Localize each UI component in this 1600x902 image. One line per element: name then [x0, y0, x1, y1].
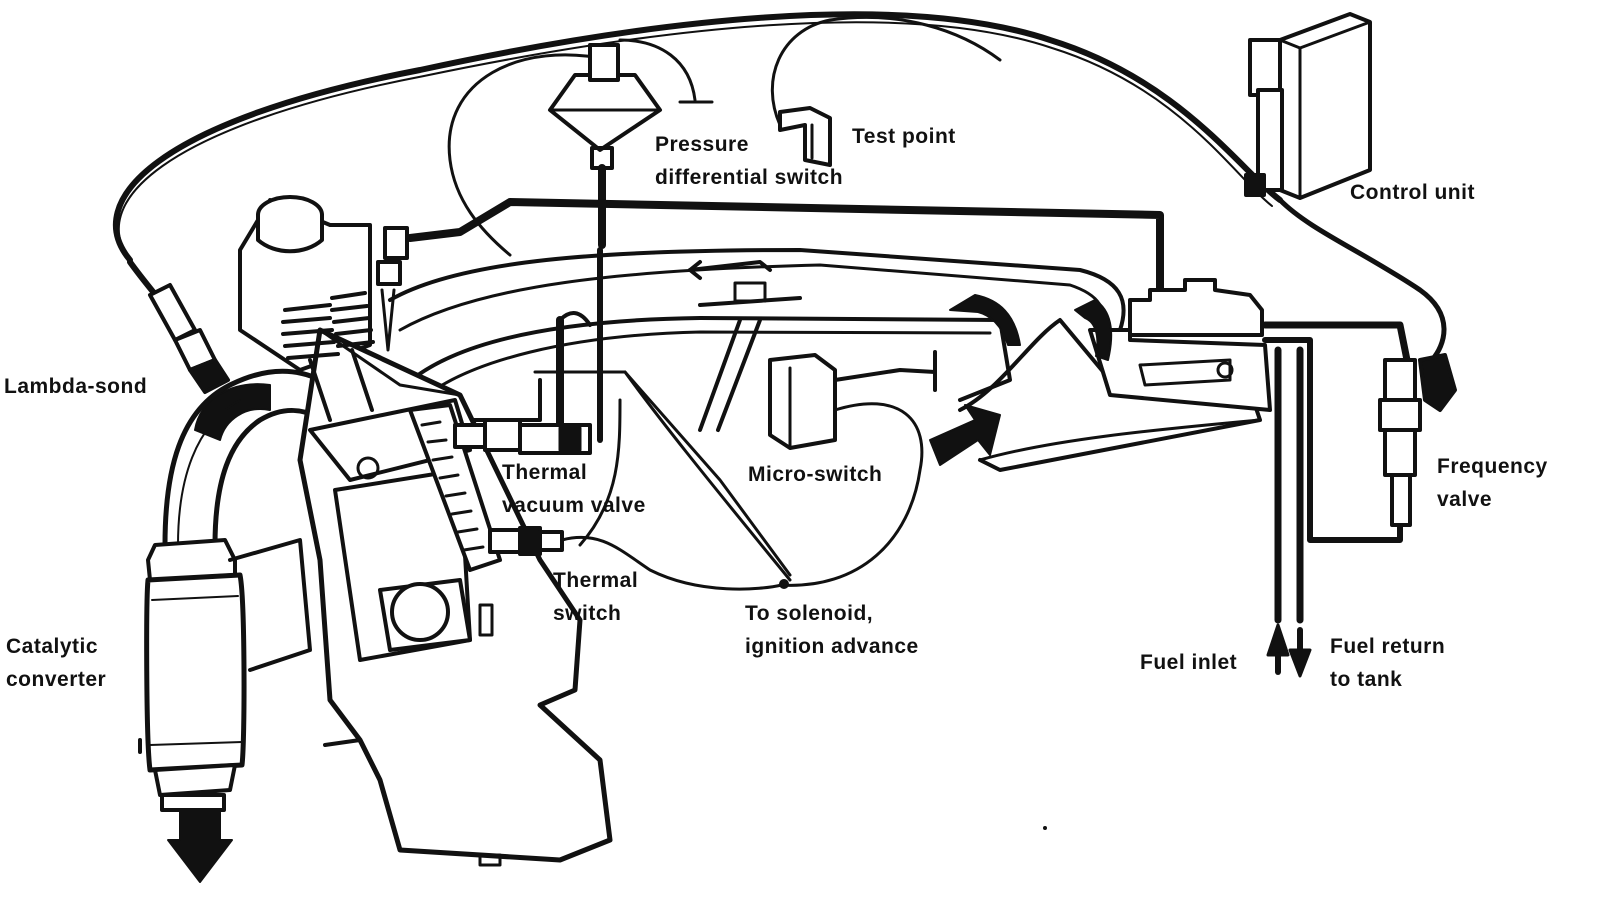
label-line: differential switch [655, 166, 844, 189]
label-line: Lambda-sond [4, 375, 148, 398]
label-line: Catalytic [6, 635, 99, 658]
wiring-harness [112, 11, 1447, 363]
catalytic-converter-body [138, 538, 247, 812]
pressure-differential-switch-label: Pressure differential switch [655, 128, 843, 194]
label-line: converter [6, 668, 107, 691]
thermal-vacuum-valve-label: Thermal vacuum valve [502, 456, 646, 522]
label-line: vacuum valve [502, 494, 646, 517]
fuel-distributor [1088, 278, 1272, 412]
throttle-linkage [688, 260, 802, 432]
micro-switch [768, 350, 937, 589]
thermal-vacuum-valve [453, 418, 592, 455]
oil-filler-cap [256, 195, 324, 254]
lambda-sond-label: Lambda-sond [4, 370, 147, 403]
label-line: to tank [1330, 668, 1403, 691]
label-line: Fuel inlet [1140, 651, 1238, 674]
test-point-connector [778, 106, 832, 167]
airflow-arrows [167, 294, 1113, 883]
fuel-return-label: Fuel return to tank [1330, 630, 1445, 696]
label-line: To solenoid, [745, 602, 874, 625]
thermal-switch-label: Thermal switch [553, 564, 638, 630]
control-unit-box [1244, 12, 1372, 200]
label-line: ignition advance [745, 635, 919, 658]
label-line: Pressure [655, 133, 749, 156]
exhaust-pipe [162, 368, 323, 548]
label-line: switch [553, 602, 622, 625]
label-line: Frequency [1437, 455, 1548, 478]
label-line: Fuel return [1330, 635, 1446, 658]
thermal-switch [488, 398, 784, 591]
solenoid-label: To solenoid, ignition advance [745, 597, 919, 663]
pressure-differential-switch [548, 43, 662, 249]
test-point-label: Test point [852, 120, 956, 153]
label-line: Micro-switch [748, 463, 883, 486]
label-line: valve [1437, 488, 1493, 511]
frequency-valve [1378, 353, 1457, 527]
coolant-jacket [408, 403, 502, 572]
micro-switch-label: Micro-switch [748, 458, 882, 491]
auxiliary-air-tube [623, 370, 792, 577]
label-line: Control unit [1350, 181, 1475, 204]
control-unit-label: Control unit [1350, 176, 1475, 209]
valve-springs [281, 291, 375, 422]
frequency-valve-label: Frequency valve [1437, 450, 1548, 516]
fuel-inlet-label: Fuel inlet [1140, 646, 1237, 679]
intake-air-sensor [376, 226, 409, 352]
label-line: Thermal [502, 461, 588, 484]
catalytic-converter-label: Catalytic converter [6, 630, 106, 696]
label-line: Test point [852, 125, 956, 148]
label-line: Thermal [553, 569, 639, 592]
lambda-sond-sensor [148, 283, 230, 394]
